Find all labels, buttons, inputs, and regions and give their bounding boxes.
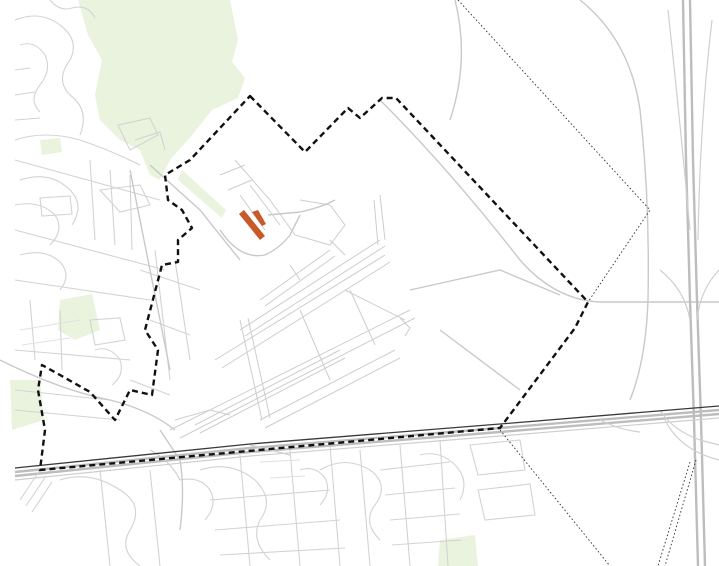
highways: [14, 0, 719, 566]
green-space-northwest: [78, 0, 245, 180]
green-space-park: [40, 138, 62, 155]
road-east-west: [379, 99, 719, 303]
residential-streets-west: [14, 0, 201, 421]
green-space-south: [438, 535, 478, 566]
green-space-west: [58, 294, 100, 340]
municipal-boundary-south: [499, 429, 611, 566]
terminal-marker-wing[interactable]: [252, 210, 266, 226]
terminal-marker-shape[interactable]: [239, 210, 265, 240]
highway-north-south: [681, 0, 700, 566]
highway-east-west: [14, 408, 719, 474]
runway-main: [169, 309, 411, 431]
green-space-layer: [10, 0, 478, 566]
green-space-strip: [178, 170, 226, 218]
green-space-southwest: [10, 380, 44, 430]
terminal-marker[interactable]: [239, 210, 266, 240]
railway: [14, 405, 719, 513]
arterial-roads: [0, 0, 719, 531]
residential-streets-south: [59, 439, 536, 566]
terminal-loop: [219, 214, 301, 257]
municipal-boundary: [457, 0, 697, 566]
municipal-boundary-north: [457, 0, 651, 303]
railway-line: [14, 405, 719, 469]
airport-runways: [169, 159, 416, 439]
study-area-boundary: [36, 94, 590, 472]
